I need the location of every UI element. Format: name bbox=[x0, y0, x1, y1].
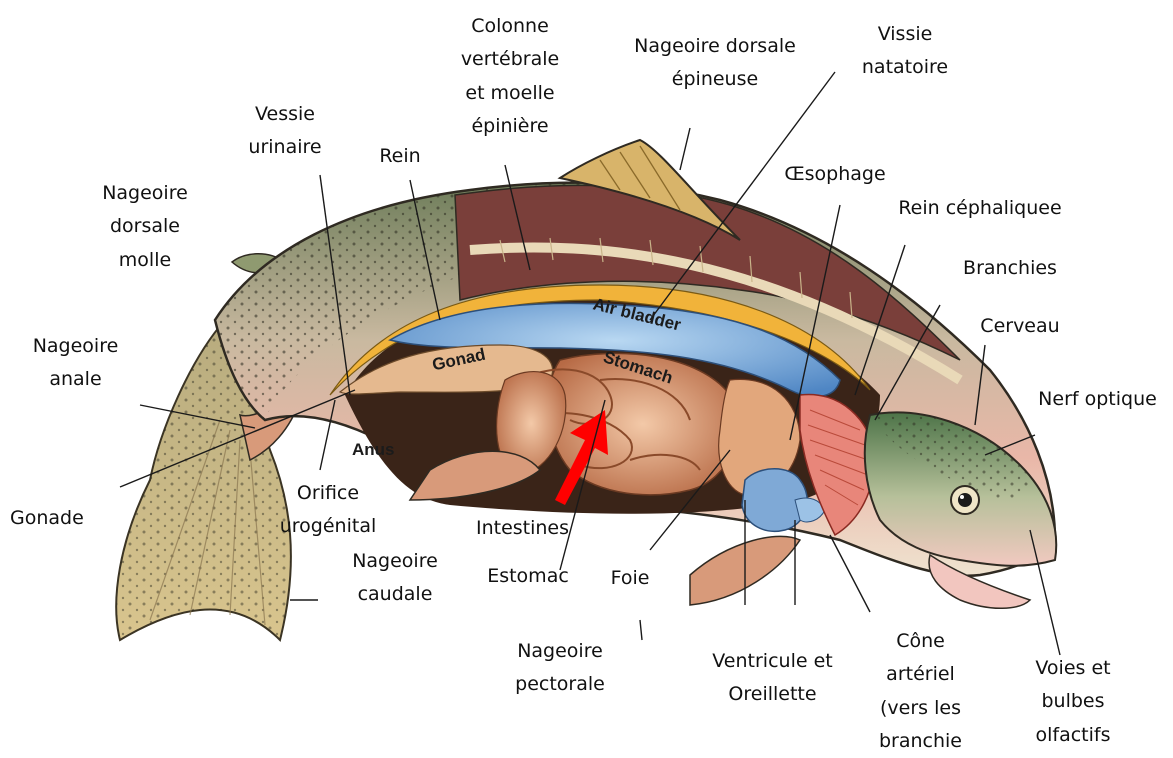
label-orifice: Orifice urogénital bbox=[268, 477, 388, 544]
label-oesophage: Œsophage bbox=[770, 158, 900, 191]
label-vessie-urinaire: Vessie urinaire bbox=[235, 98, 335, 165]
label-vissie: Vissie natatoire bbox=[840, 18, 970, 85]
label-foie: Foie bbox=[600, 562, 660, 595]
label-estomac: Estomac bbox=[478, 560, 578, 593]
label-rein: Rein bbox=[360, 140, 440, 173]
label-anale: Nageoire anale bbox=[18, 330, 133, 397]
label-ventricule: Ventricule et Oreillette bbox=[700, 645, 845, 712]
label-branchies: Branchies bbox=[945, 252, 1075, 285]
label-dorsale-molle: Nageoire dorsale molle bbox=[85, 177, 205, 277]
label-cone: Cône artériel (vers les branchie bbox=[868, 625, 973, 758]
label-pectorale: Nageoire pectorale bbox=[500, 635, 620, 702]
label-cerveau: Cerveau bbox=[965, 310, 1075, 343]
label-gonade: Gonade bbox=[10, 502, 120, 535]
label-caudale: Nageoire caudale bbox=[335, 545, 455, 612]
label-colonne: Colonne vertébrale et moelle épinière bbox=[440, 10, 580, 143]
label-rein-cephalique: Rein céphaliquee bbox=[880, 192, 1080, 225]
label-intestines: Intestines bbox=[465, 512, 580, 545]
label-dorsale-epineuse: Nageoire dorsale épineuse bbox=[615, 30, 815, 97]
label-nerf-optique: Nerf optique bbox=[1025, 383, 1170, 416]
label-voies: Voies et bulbes olfactifs bbox=[1018, 652, 1128, 752]
anus-label: Anus bbox=[352, 440, 395, 460]
